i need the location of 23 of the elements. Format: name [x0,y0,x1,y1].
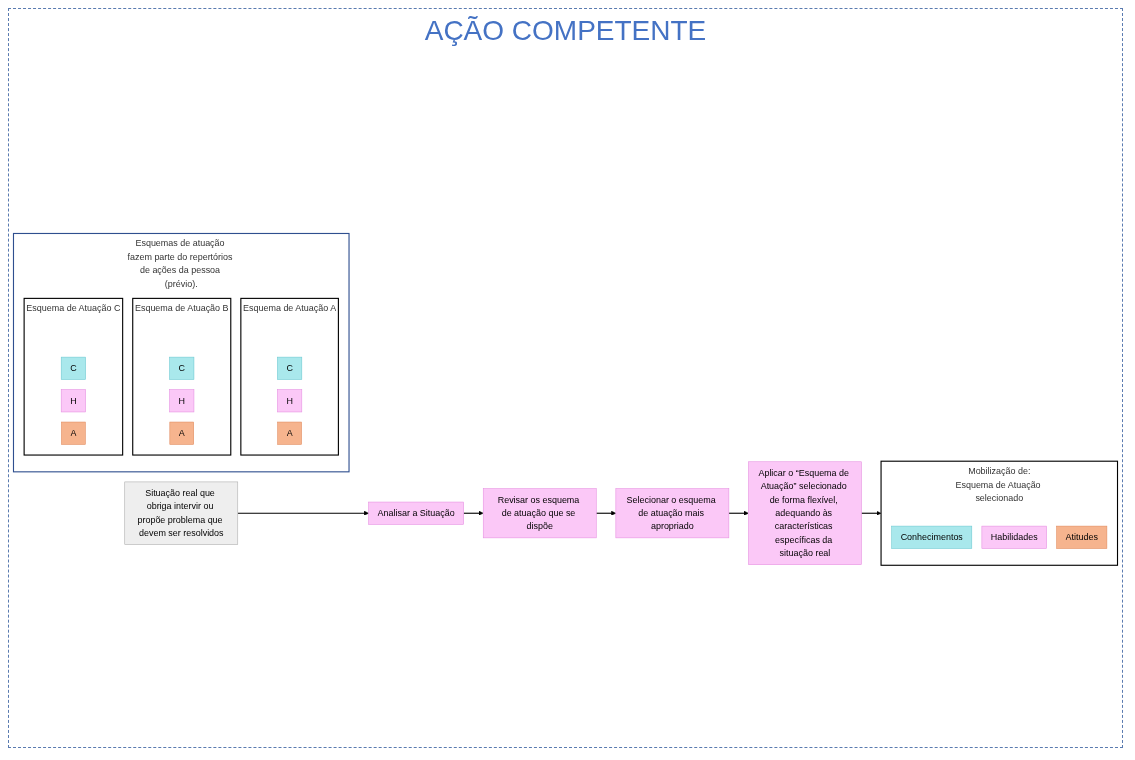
arrow [595,510,617,516]
node-box: Aplicar o “Esquema de Atuação” selecionado de forma flexível, adequando às características específicas da situação real [748,461,862,565]
node-box: Conhecimentos [891,525,973,549]
node-box: Analisar a Situação [368,501,464,525]
arrow [728,510,749,516]
diagram-title: AÇÃO COMPETENTE [424,15,707,47]
arrow [463,510,484,516]
node-box: A [61,421,86,445]
node-box: H [169,388,195,412]
node-box: H [277,388,303,412]
arrow [860,510,882,516]
node-box: A [277,421,302,445]
node-box: C [277,356,303,380]
node-box: Revisar os esquema de atuação que se dispõe [482,487,597,538]
node-box: Atitudes [1056,525,1108,549]
node-box: C [60,356,86,380]
node-box: H [60,388,86,412]
node-box: C [169,356,195,380]
node-box: A [169,421,194,445]
node-box: Situação real que obriga intervir ou propõe problema que devem ser resolvidos [124,481,239,545]
node-box: Habilidades [981,525,1047,549]
arrow [237,510,369,516]
node-box: Selecionar o esquema de atuação mais apropriado [615,487,730,538]
